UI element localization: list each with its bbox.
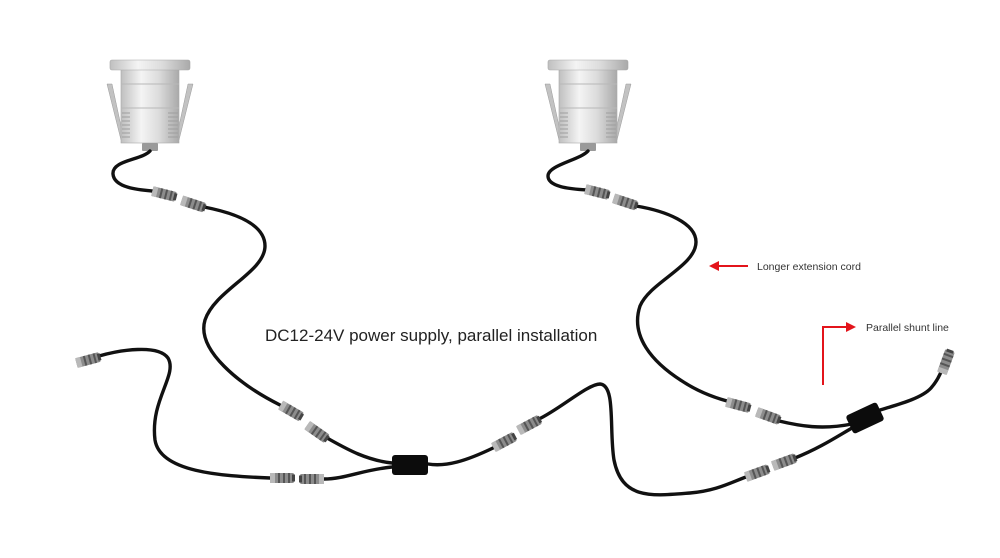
connector: [299, 474, 324, 484]
cable-shunt-output: [878, 370, 943, 412]
splitter-box: [392, 455, 428, 475]
connector: [516, 414, 543, 436]
arrow-shunt-line: [822, 322, 856, 385]
connector: [278, 400, 305, 422]
connector: [584, 184, 611, 200]
connector: [744, 463, 771, 482]
label-extension-cord: Longer extension cord: [757, 261, 861, 273]
connector: [151, 186, 178, 202]
cable-left-lamp-lead: [111, 149, 154, 193]
cable-splitter-right: [426, 446, 495, 467]
connector: [270, 473, 295, 483]
cable-right-extension: [634, 204, 729, 403]
downlight-left: [106, 59, 194, 152]
connector: [755, 407, 782, 426]
cable-to-shunt-splitter: [793, 426, 854, 460]
connector: [725, 397, 752, 414]
splitter-box-shunt: [846, 402, 884, 434]
cable-left-to-splitter: [325, 436, 394, 465]
diagram-title: DC12-24V power supply, parallel installa…: [265, 326, 597, 345]
cable-right-to-shunt: [777, 419, 854, 429]
cable-splitter-left-branch: [322, 465, 394, 481]
connector: [612, 193, 639, 211]
connector: [771, 452, 798, 471]
cable-far-left-branch: [97, 347, 272, 480]
connector: [491, 431, 518, 453]
cable-right-lamp-lead: [546, 149, 590, 192]
arrow-extension-cord: [709, 261, 748, 271]
downlight-right: [544, 59, 632, 152]
cable-left-extension: [202, 205, 282, 407]
connector: [304, 421, 331, 444]
connector: [75, 351, 102, 368]
cable-main-run: [537, 382, 748, 497]
connector: [180, 195, 207, 213]
label-shunt-line: Parallel shunt line: [866, 322, 949, 334]
connector: [937, 348, 956, 375]
